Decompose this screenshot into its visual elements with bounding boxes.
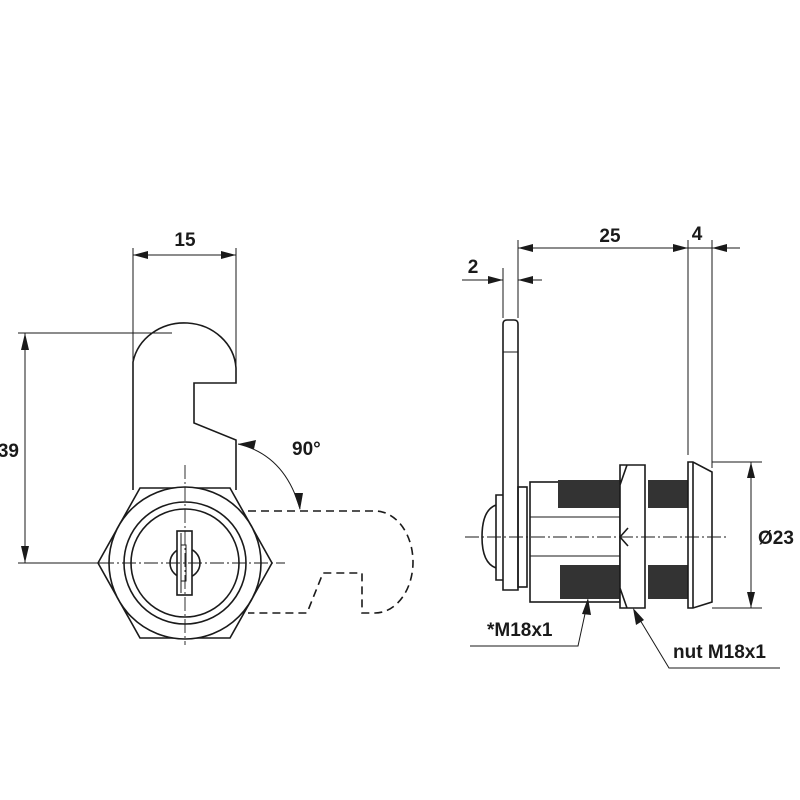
dimension-length: 25 <box>517 226 740 455</box>
thread-label: *M18x1 <box>487 620 553 641</box>
cam-plate <box>502 319 519 591</box>
thread-bottom-left <box>560 565 620 599</box>
key-slot-profile <box>180 533 187 593</box>
length-label: 25 <box>599 226 621 247</box>
leader-thread: *M18x1 <box>470 598 591 647</box>
key-cap <box>481 494 503 581</box>
dimension-plate: 2 <box>462 257 542 318</box>
cam-outline <box>132 322 237 490</box>
cam-rotated-dashed <box>248 510 414 614</box>
dimension-width: 15 <box>132 230 237 368</box>
angle-label: 90° <box>292 439 321 460</box>
thread-top-right <box>648 480 688 508</box>
thread-bottom-right <box>648 565 688 599</box>
side-view: 2 25 4 Ø23 *M18x1 <box>462 224 794 669</box>
nut-side <box>619 464 646 609</box>
thread-top-left <box>558 480 620 508</box>
dimension-height: 39 <box>0 332 172 564</box>
diameter-label: Ø23 <box>758 528 794 549</box>
width-label: 15 <box>174 230 196 251</box>
flange <box>687 461 713 609</box>
front-view: 15 39 90° <box>0 230 414 645</box>
dimension-flange: 4 <box>692 224 727 468</box>
leader-nut: nut M18x1 <box>633 608 780 669</box>
flange-label: 4 <box>692 224 703 245</box>
plate-label: 2 <box>468 257 479 278</box>
nut-label: nut M18x1 <box>673 642 766 663</box>
dimension-angle: 90° <box>237 439 321 510</box>
dimension-diameter: Ø23 <box>712 461 794 609</box>
height-label: 39 <box>0 441 19 462</box>
